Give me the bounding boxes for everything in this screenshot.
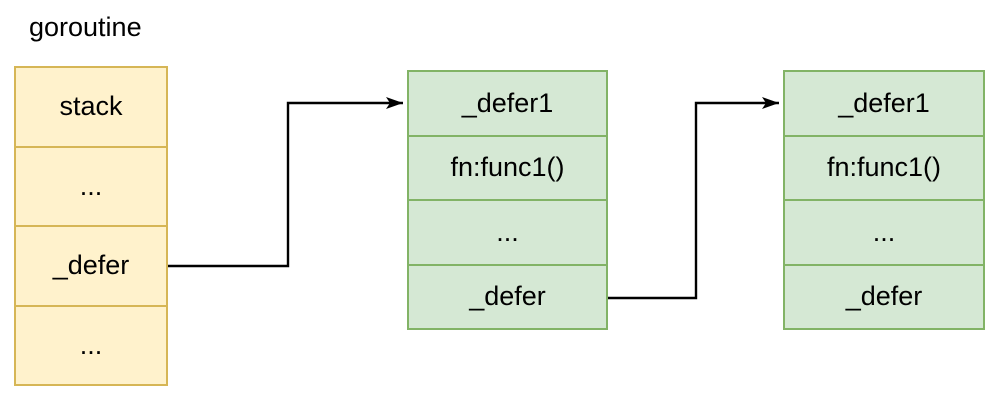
- defer-node-1-cell-link: _defer: [469, 281, 546, 312]
- defer-node-1-box: _defer1 fn:func1() ... _defer: [407, 70, 608, 330]
- stack-cell-stack: stack: [16, 68, 166, 148]
- stack-cell-ellipsis-2: ...: [79, 329, 103, 360]
- defer-node-1-cell-title: _defer1: [409, 72, 606, 137]
- defer-node-2-box: _defer1 fn:func1() ... _defer: [783, 70, 985, 330]
- defer-node-2-cell-link: _defer: [845, 281, 923, 312]
- defer-node-2-cell-title: _defer1: [785, 72, 983, 137]
- defer-node-1-cell-ellipsis: ...: [409, 201, 606, 266]
- goroutine-label: goroutine: [29, 12, 142, 42]
- stack-cell-defer: _defer: [16, 227, 166, 307]
- stack-cell-ellipsis-1: ...: [16, 148, 166, 227]
- defer-node-2-cell-ellipsis: ...: [785, 201, 983, 266]
- goroutine-stack-box: stack ... _defer ...: [14, 66, 168, 386]
- arrow-defer-node-1-to-defer-node-2: [608, 97, 779, 300]
- defer-node-2-cell-fn: fn:func1(): [785, 137, 983, 201]
- defer-node-1-cell-fn: fn:func1(): [409, 137, 606, 201]
- arrow-stack-to-defer-node-1: [168, 97, 403, 268]
